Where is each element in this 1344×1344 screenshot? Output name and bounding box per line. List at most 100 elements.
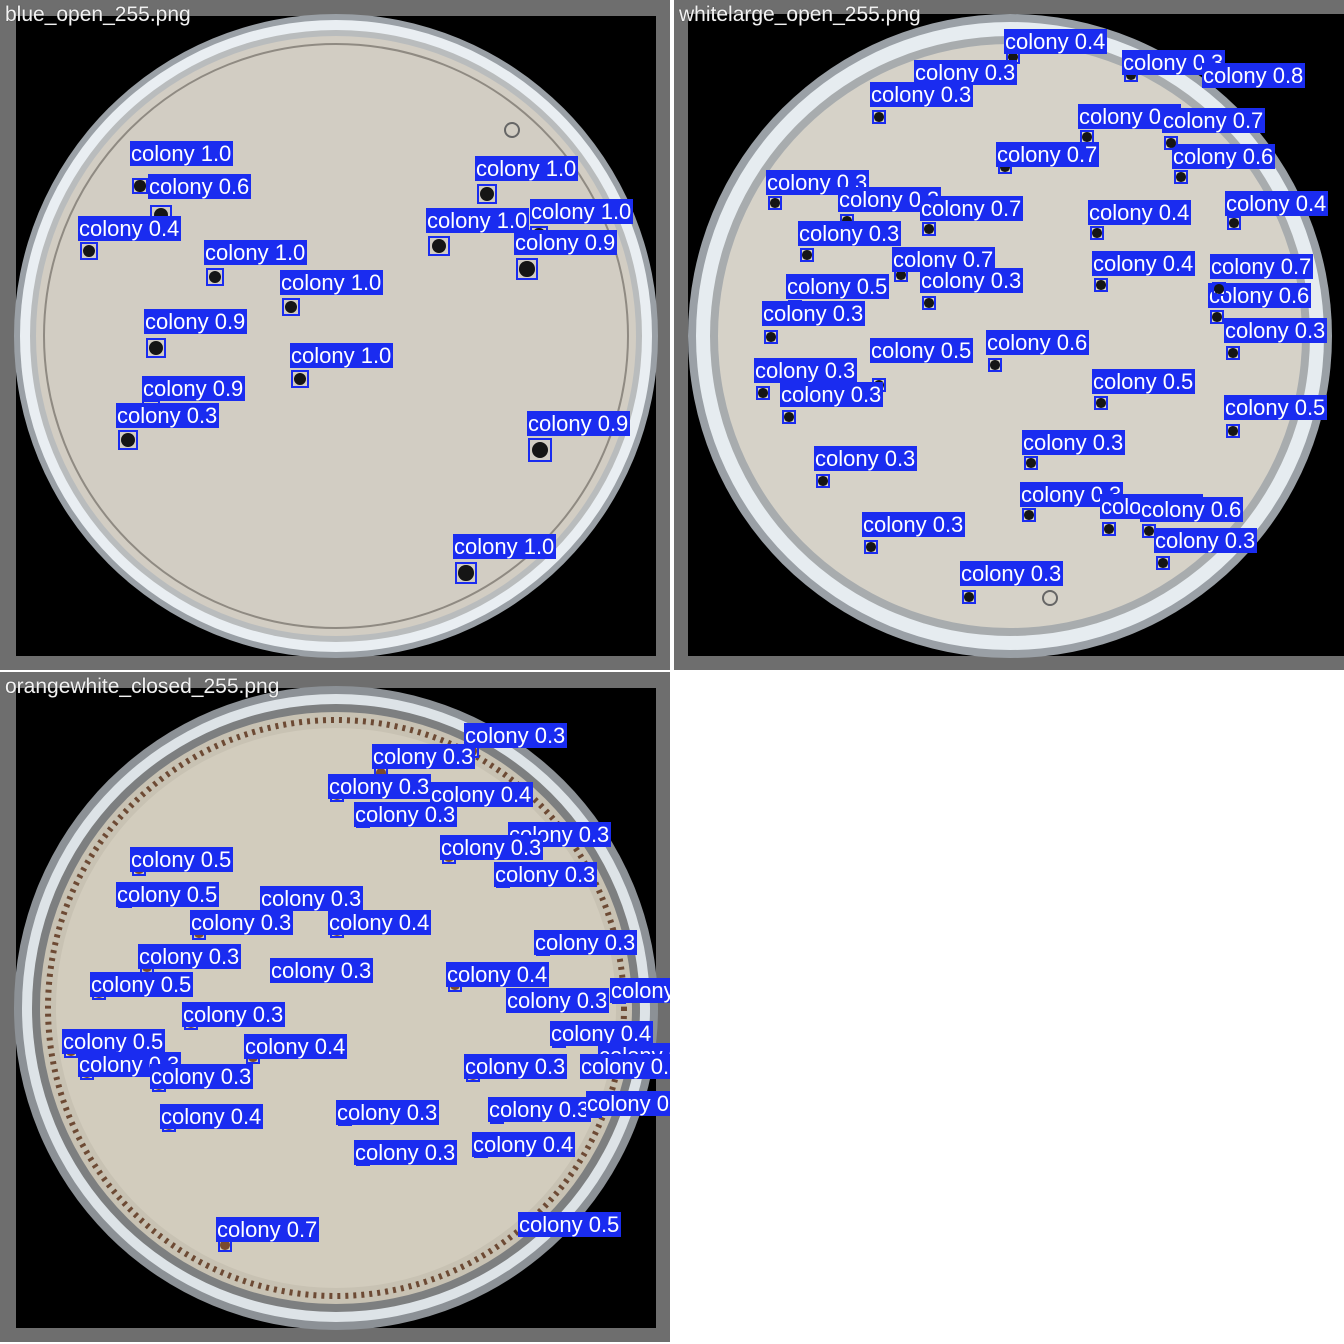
detection-label: colony 0.3 — [440, 835, 544, 860]
detection-label: colony 0.3 — [464, 1054, 568, 1079]
colony-spot — [284, 300, 298, 314]
detection-label: colony 0.4 — [78, 216, 182, 241]
bounding-box — [1227, 216, 1241, 230]
detection-label: colony 0.6 — [986, 330, 1090, 355]
detection-label: colony 1.0 — [475, 156, 579, 181]
bounding-box — [1102, 522, 1116, 536]
detection-label: colony 0.3 — [260, 886, 364, 911]
bounding-box — [291, 370, 309, 388]
bounding-box — [816, 474, 830, 488]
colony-spot — [531, 441, 549, 459]
detection-label: colony 0.5 — [90, 972, 194, 997]
image-tile-whitelarge-open: whitelarge_open_255.png colony 0.4 colony… — [674, 0, 1344, 670]
bounding-box — [756, 386, 770, 400]
detection-label: colony 0.9 — [514, 230, 618, 255]
detection-label: colony 0.3 — [1154, 528, 1258, 553]
colony-spot — [842, 216, 852, 226]
bounding-box — [1226, 424, 1240, 438]
detection-label: colony 0.3 — [372, 744, 476, 769]
bounding-box — [1094, 278, 1108, 292]
bounding-box — [1090, 226, 1104, 240]
detection-label: colony 0.3 — [494, 862, 598, 887]
petri-dish-plate — [14, 14, 658, 658]
detection-label: colony 0.9 — [142, 376, 246, 401]
bounding-box — [764, 330, 778, 344]
detection-label: colony 0.4 — [328, 910, 432, 935]
detection-label: colony 0.8 — [1202, 63, 1306, 88]
colony-spot — [121, 433, 135, 447]
colony-spot — [818, 476, 828, 486]
detection-label: colony 0.4 — [1092, 251, 1196, 276]
detection-label: colony 0.3 — [762, 301, 866, 326]
colony-spot — [1166, 138, 1176, 148]
detection-label: colony 0.3 — [506, 988, 610, 1013]
colony-spot — [802, 250, 812, 260]
detection-label: colony 0.6 — [1140, 497, 1244, 522]
bounding-box — [1024, 456, 1038, 470]
bounding-box — [206, 268, 224, 286]
detection-label: colony 0.6 — [1172, 144, 1276, 169]
colony-spot — [1144, 526, 1154, 536]
colony-spot — [1096, 280, 1106, 290]
colony-spot — [896, 270, 906, 280]
bounding-box — [118, 430, 138, 450]
colony-spot — [480, 187, 494, 201]
detection-label: colony 0.3 — [464, 723, 568, 748]
detection-label: colony 0.5 — [1224, 395, 1328, 420]
detection-label: colony 0.3 — [270, 958, 374, 983]
detection-label: colony 0.3 — [1020, 482, 1124, 507]
colony-spot — [766, 332, 776, 342]
detection-label: colony 0.3 — [328, 774, 432, 799]
detection-label: colony 0.6 — [610, 978, 670, 1003]
detection-label: colony 0.4 — [446, 962, 550, 987]
colony-spot — [376, 768, 386, 778]
detection-label: colony 0.3 — [862, 512, 966, 537]
detection-label: colony 0.7 — [892, 247, 996, 272]
image-filename: blue_open_255.png — [5, 3, 191, 26]
detection-label: colony 0.4 — [1225, 191, 1329, 216]
colony-spot — [924, 298, 934, 308]
bounding-box — [1094, 396, 1108, 410]
detection-label: colony 0.5 — [116, 882, 220, 907]
detection-label: colony 0.3 — [960, 561, 1064, 586]
detection-label: colony 0.3 — [870, 82, 974, 107]
bounding-box — [428, 236, 450, 256]
bounding-box — [1212, 282, 1226, 296]
colony-spot — [1026, 458, 1036, 468]
detection-label: colony 0.7 — [586, 1091, 670, 1116]
colony-spot — [149, 341, 163, 355]
detection-label: colony 0.5 — [786, 274, 890, 299]
detection-label: colony 0.3 — [1224, 318, 1328, 343]
detection-label: colony 1.0 — [290, 343, 394, 368]
bounding-box — [132, 178, 148, 194]
bounding-box — [922, 222, 936, 236]
detection-label: colony 0.4 — [472, 1132, 576, 1157]
bounding-box — [1210, 310, 1224, 324]
colony-spot — [964, 592, 974, 602]
detection-label: colony 0.3 — [190, 910, 294, 935]
detection-label: colony 0.5 — [518, 1212, 622, 1237]
image-filename: whitelarge_open_255.png — [679, 3, 921, 26]
colony-spot — [784, 412, 794, 422]
detection-label: colony 0.3 — [914, 60, 1018, 85]
detection-label: colony 0.3 — [798, 221, 902, 246]
bounding-box — [1022, 508, 1036, 522]
detection-label: colony 0.3 — [488, 1097, 592, 1122]
colony-spot — [458, 565, 474, 581]
colony-spot — [1082, 132, 1092, 142]
detection-label: colony 0.3 — [116, 403, 220, 428]
bounding-box — [988, 358, 1002, 372]
detection-label: colony 0.3 — [336, 1100, 440, 1125]
colony-spot — [1158, 558, 1168, 568]
colony-spot — [874, 112, 884, 122]
colony-spot — [770, 198, 780, 208]
bounding-box — [1226, 346, 1240, 360]
detection-label: colony 0.3 — [150, 1064, 254, 1089]
detection-label: colony 0.3 — [814, 446, 918, 471]
colony-spot — [1228, 426, 1238, 436]
detection-label: colony 0.3 — [920, 268, 1024, 293]
bounding-box — [477, 184, 497, 204]
colony-spot — [82, 244, 96, 258]
colony-spot — [220, 1240, 230, 1250]
